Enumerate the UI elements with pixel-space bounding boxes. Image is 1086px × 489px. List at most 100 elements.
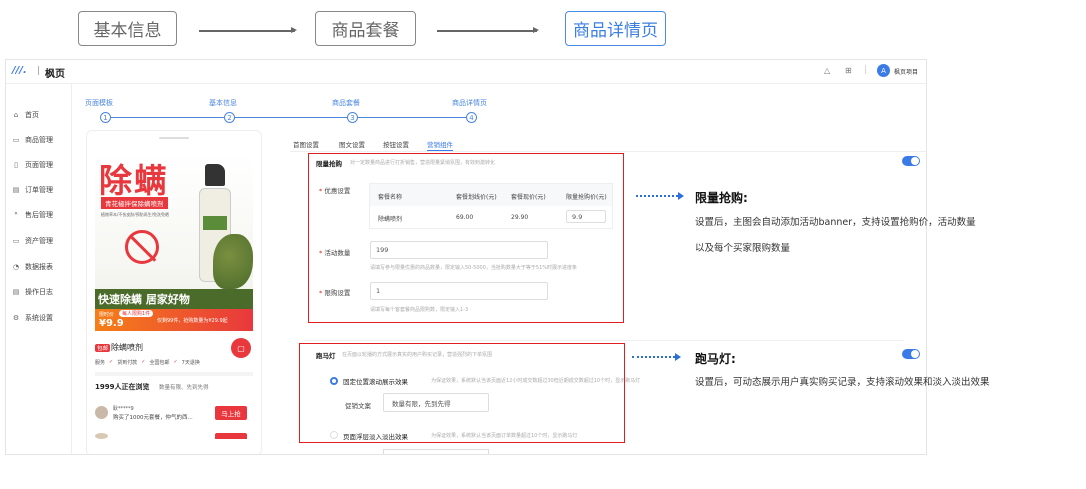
col-package-name: 套餐名称 (378, 194, 403, 201)
sidebar-item-label: 首页 (25, 111, 39, 119)
tab-buttons[interactable]: 按钮设置 (383, 141, 409, 149)
buy-button[interactable]: 马上抢 (215, 406, 247, 420)
bottle-cap (205, 164, 225, 186)
qty-input[interactable]: 199 (370, 241, 548, 259)
hero-title: 除螨 (99, 161, 169, 200)
stepper-label-basic: 基本信息 (209, 99, 237, 107)
main-content: 页面模板 基本信息 商品套餐 商品详情页 1 2 3 4 除螨 青花椒拌保除螨喷… (72, 84, 926, 454)
sidebar-item-settings[interactable]: ⚙系统设置 (6, 311, 72, 325)
tab-active-underline (427, 150, 453, 152)
stepper-line (107, 117, 477, 118)
top-arrow-2 (437, 27, 539, 33)
sidebar-item-assets[interactable]: ▭ 资产管理 (6, 234, 72, 248)
stepper-label-template: 页面模板 (85, 99, 113, 107)
limit-hint: 请填写每个客套餐商品限购数，限定输入1-3 (370, 307, 469, 313)
aftersale-icon: ᴿ (14, 211, 18, 219)
sidebar-item-label: 商品管理 (25, 136, 53, 144)
hero-subtitle: 青花椒拌保除螨喷剂 (101, 197, 168, 209)
stepper-dot-4: 4 (466, 112, 477, 123)
sidebar-item-logs[interactable]: ▤操作日志 (6, 285, 72, 299)
buyers-sub: 数量有限、先到先得 (159, 385, 209, 391)
service-item: 7天退换 (181, 360, 200, 366)
option2-label[interactable]: 页面浮层淡入淡出效果 (343, 433, 408, 441)
limited-title: 限量抢购 (316, 160, 342, 168)
tab-marketing[interactable]: 营销组件 (427, 141, 453, 149)
option1-label[interactable]: 固定位置滚动展示效果 (343, 378, 408, 386)
limit-input[interactable]: 1 (370, 282, 548, 300)
promo-bar: 限时价 每人限购1件 ¥9.9 仅剩99件，抢购数量为¥29.9起 (95, 309, 253, 331)
flash-price-input[interactable]: 9.9 (566, 210, 606, 223)
top-step-package: 商品套餐 (315, 11, 416, 46)
limit-label: * 限购设置 (319, 287, 350, 297)
qty-label-text: 活动数量 (324, 249, 351, 257)
grid-icon[interactable]: ⊞ (845, 66, 852, 75)
required-star: * (319, 249, 325, 257)
avatar[interactable]: A (877, 64, 890, 77)
buyer-row-2 (95, 433, 108, 439)
no-bug-icon (125, 230, 159, 264)
section-divider (304, 340, 904, 341)
stepper-label-detail: 商品详情页 (452, 99, 487, 107)
page-icon: ▯ (14, 161, 18, 169)
sidebar-item-home[interactable]: ⌂首页 (6, 108, 72, 122)
tab-bottom-border (290, 151, 926, 152)
header-divider: | (864, 65, 868, 75)
radio-option2[interactable] (330, 431, 338, 439)
marquee-toggle[interactable] (902, 349, 920, 359)
sidebar-item-reports[interactable]: ◔数据报表 (6, 260, 72, 274)
sidebar-item-label: 资产管理 (25, 237, 53, 245)
col-flash-price: 限量抢购价(元) (566, 194, 607, 201)
option2-hint: 为保证效果，系统默认当该页面订单数量超过10个时，显示跑马灯 (431, 433, 578, 439)
sidebar-item-label: 售后管理 (25, 211, 53, 219)
chat-icon[interactable]: ▢ (231, 338, 251, 358)
qty-hint: 请填写参与限量优惠的商品数量，限定输入50-5000，当抢购数量大于等于51%时… (370, 265, 578, 271)
limit-label-text: 限购设置 (324, 289, 351, 297)
tab-rich-text[interactable]: 图文设置 (339, 141, 365, 149)
offer-label-text: 优惠设置 (324, 187, 351, 195)
hero-small-text: 植物草本/不伤皮肤/预防再生/免洗免晒 (101, 212, 170, 217)
check-icon: ✓ (109, 359, 114, 365)
sidebar-item-label: 系统设置 (25, 314, 53, 322)
box-icon: ▭ (12, 136, 20, 144)
promo-tag: 限时价 (99, 312, 115, 318)
col-current-price: 套餐现价(元) (511, 194, 546, 201)
check-icon: ✓ (141, 359, 146, 365)
promo-price: ¥9.9 (99, 318, 124, 329)
sidebar-item-pages[interactable]: ▯页面管理 (6, 158, 72, 172)
hero-banner: 快速除螨 居家好物 (95, 289, 253, 309)
sidebar-item-label: 操作日志 (25, 288, 53, 296)
buyer-action: 购买了1000元套餐，仲气的西... (113, 415, 193, 421)
offer-table-header: 套餐名称 套餐划线价(元) 套餐现价(元) 限量抢购价(元) (370, 184, 612, 206)
radio-option1[interactable] (330, 377, 338, 385)
arrow-marquee (632, 353, 681, 361)
cell-package-name: 除螨喷剂 (378, 216, 403, 223)
pepper-leaves-image (213, 234, 253, 289)
required-star: * (319, 289, 325, 297)
buy-button-2[interactable] (215, 433, 247, 439)
asset-icon: ▭ (12, 237, 20, 245)
input-peek (383, 449, 489, 454)
arrow-limited (636, 192, 684, 200)
bell-icon[interactable]: △ (824, 66, 831, 75)
stepper-dot-3: 3 (347, 112, 358, 123)
sidebar-item-goods[interactable]: ▭ 商品管理 (6, 133, 72, 147)
report-icon: ◔ (12, 263, 20, 271)
highlight-limited (308, 153, 624, 323)
offer-label: * 优惠设置 (319, 185, 350, 195)
phone-preview: 除螨 青花椒拌保除螨喷剂 植物草本/不伤皮肤/预防再生/免洗免晒 快速除螨 居家… (86, 130, 262, 454)
user-name[interactable]: 枫页项目 (894, 69, 919, 76)
copy-input[interactable]: 数量有限，先到先得 (383, 393, 489, 412)
buyers-headline: 1999人正在浏览 (95, 383, 150, 391)
buyer-avatar (95, 406, 108, 419)
sidebar-item-orders[interactable]: ▤订单管理 (6, 183, 72, 197)
tab-main-image[interactable]: 首图设置 (293, 141, 319, 149)
buyer-name: 耿*****9 (113, 406, 134, 412)
annotation-limited-line2: 以及每个买家限购数量 (695, 243, 791, 254)
top-step-detail: 商品详情页 (565, 11, 666, 46)
top-step-basic: 基本信息 (78, 11, 177, 46)
top-arrow-1 (199, 27, 297, 33)
limited-toggle[interactable] (902, 156, 920, 166)
sidebar-item-aftersale[interactable]: ᴿ 售后管理 (6, 208, 72, 222)
stepper-dot-1: 1 (100, 112, 111, 123)
